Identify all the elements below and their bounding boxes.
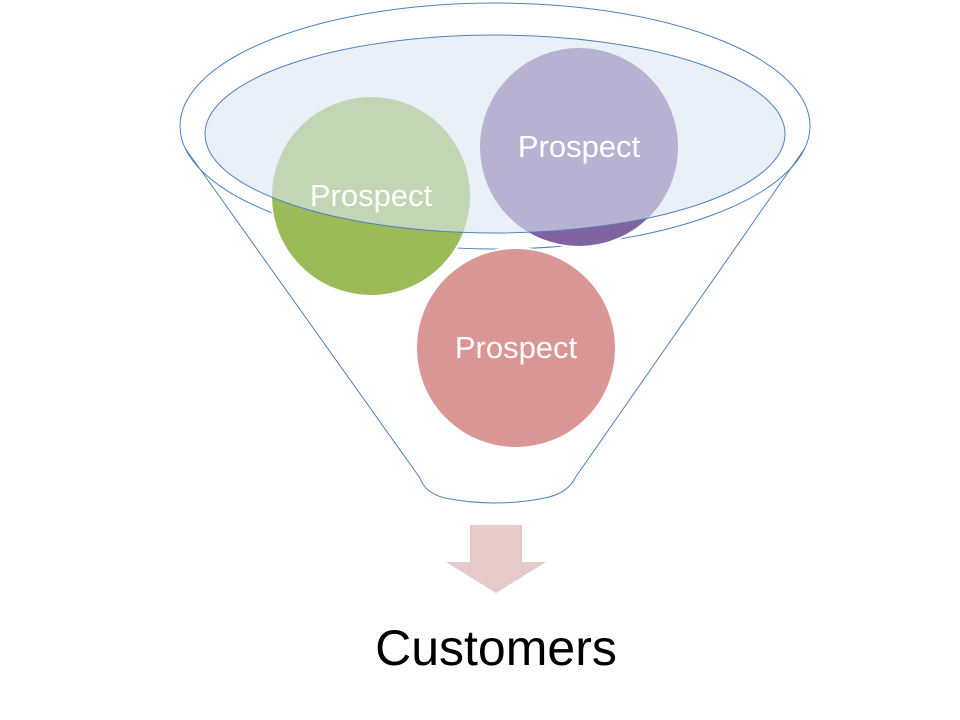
funnel-outer-rim (179, 2, 811, 250)
prospect-label-purple: Prospect (518, 129, 641, 164)
customers-label: Customers (375, 620, 617, 676)
prospect-label-green: Prospect (310, 178, 433, 213)
down-arrow (446, 525, 546, 593)
funnel-mouth (204, 34, 786, 234)
funnel-outline (184, 147, 806, 504)
prospect-label-pink: Prospect (455, 330, 578, 365)
prospect-circle-pink (415, 247, 617, 449)
